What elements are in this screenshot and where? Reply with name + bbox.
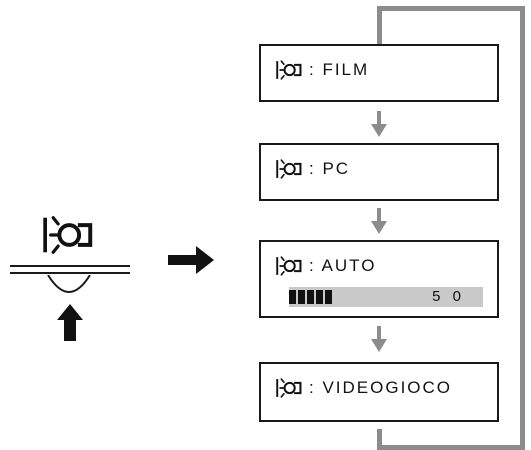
panel-edge-line-bottom xyxy=(10,272,130,274)
panel-edge-line-top xyxy=(10,265,130,267)
loop-line-bottom xyxy=(377,445,525,450)
mode-label-videogioco: : VIDEOGIOCO xyxy=(309,378,453,397)
picture-mode-icon xyxy=(275,59,303,81)
mode-box-film: : FILM xyxy=(259,44,499,102)
up-arrow-icon xyxy=(57,304,83,341)
level-bar-segment xyxy=(298,290,305,304)
down-arrow-icon xyxy=(371,208,387,234)
loop-line-exit xyxy=(377,429,382,450)
down-arrow-icon xyxy=(371,111,387,137)
mode-label-pc: : PC xyxy=(309,159,351,178)
level-bar-fill xyxy=(289,290,334,304)
level-bar: 5 0 xyxy=(289,287,483,307)
loop-line-top xyxy=(377,6,525,11)
picture-mode-icon xyxy=(275,377,303,399)
picture-mode-icon xyxy=(275,255,303,277)
mode-box-videogioco: : VIDEOGIOCO xyxy=(259,362,499,422)
level-bar-segment xyxy=(289,290,296,304)
mode-label-film: : FILM xyxy=(309,60,370,79)
level-bar-segment xyxy=(325,290,332,304)
picture-mode-button[interactable] xyxy=(46,275,92,294)
level-value: 5 0 xyxy=(432,288,465,305)
mode-box-pc: : PC xyxy=(259,143,499,201)
mode-box-auto: : AUTO 5 0 xyxy=(259,240,499,318)
right-arrow-icon xyxy=(168,246,214,274)
level-bar-segment xyxy=(307,290,314,304)
loop-line-right xyxy=(520,6,525,450)
picture-mode-icon xyxy=(275,158,303,180)
loop-line-entry xyxy=(377,6,382,44)
down-arrow-icon xyxy=(371,326,387,352)
level-bar-segment xyxy=(316,290,323,304)
picture-mode-button-icon xyxy=(22,214,114,256)
mode-label-auto: : AUTO xyxy=(309,256,377,275)
